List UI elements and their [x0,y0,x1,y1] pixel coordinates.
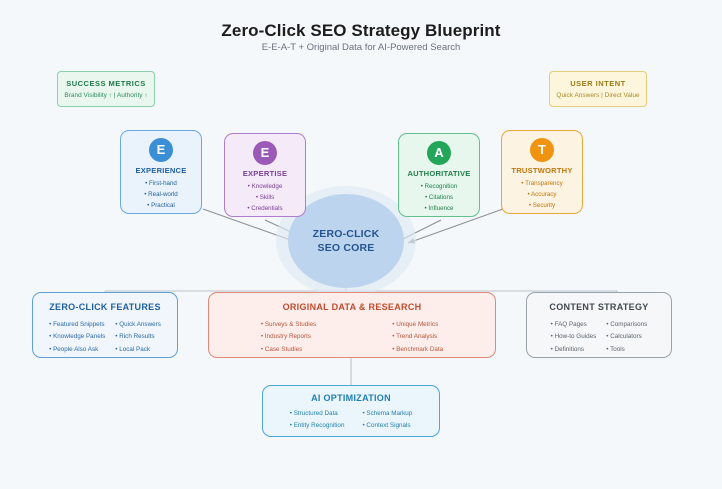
list-item: • First-hand [145,180,177,187]
list-item: • Case Studies [260,345,303,353]
expertise-items: • Knowledge • Skills • Credentials [225,182,305,215]
data-title: ORIGINAL DATA & RESEARCH [282,302,422,312]
panel-content-strategy[interactable]: CONTENT STRATEGY • FAQ Pages • How-to Gu… [526,292,672,358]
list-item: • Credentials [247,204,283,212]
content-title: CONTENT STRATEGY [549,302,649,312]
list-item: • Entity Recognition [289,422,345,430]
list-item: • People Also Ask [49,345,99,353]
badge-success-metrics: SUCCESS METRICS Brand Visibility ↑ | Aut… [57,71,155,107]
list-item: • Security [528,201,556,209]
experience-title: EXPERIENCE [135,166,187,175]
trustworthy-items: • Transparency • Accuracy • Security [502,179,582,212]
list-item: • Rich Results [115,333,155,341]
badge-success-title: SUCCESS METRICS [66,79,146,88]
page-subtitle: E-E-A-T + Original Data for AI-Powered S… [261,42,461,53]
panel-ai-optimization[interactable]: AI OPTIMIZATION • Structured Data • Enti… [262,385,440,437]
list-item: • Citations [425,193,453,201]
list-item: • Quick Answers [115,321,161,328]
experience-letter-icon: E [149,138,173,162]
core-line-1: ZERO-CLICK [312,227,380,240]
ai-title: AI OPTIMIZATION [311,393,391,403]
page-title: Zero-Click SEO Strategy Blueprint [221,21,501,40]
list-item: • Practical [147,201,175,209]
list-item: • Definitions [550,345,585,353]
list-item: • Knowledge [247,183,283,190]
data-column-2: • Unique Metrics • Trend Analysis • Benc… [392,319,443,356]
list-item: • Calculators [606,333,642,341]
features-column-1: • Featured Snippets • Knowledge Panels •… [49,319,105,356]
list-item: • Accuracy [527,190,557,198]
badge-success-subtitle: Brand Visibility ↑ | Authority ↑ [64,92,148,99]
content-column-1: • FAQ Pages • How-to Guides • Definition… [551,319,597,356]
eeat-card-trustworthy[interactable]: T TRUSTWORTHY • Transparency • Accuracy … [501,130,583,214]
list-item: • Transparency [521,180,563,187]
list-item: • Knowledge Panels [49,333,106,341]
list-item: • Real-world [144,190,178,198]
ai-column-2: • Schema Markup • Context Signals [362,408,412,433]
expertise-letter-icon: E [253,141,277,165]
list-item: • Influence [424,204,454,212]
list-item: • Featured Snippets [49,321,105,328]
features-title: ZERO-CLICK FEATURES [49,302,161,312]
features-column-2: • Quick Answers • Rich Results • Local P… [115,319,161,356]
list-item: • Structured Data [289,410,338,417]
list-item: • Industry Reports [260,333,312,341]
core-line-2: SEO CORE [317,242,375,254]
trustworthy-letter-icon: T [530,138,554,162]
panel-original-data-research[interactable]: ORIGINAL DATA & RESEARCH • Surveys & Stu… [208,292,496,358]
panel-zero-click-features[interactable]: ZERO-CLICK FEATURES • Featured Snippets … [32,292,178,358]
list-item: • Benchmark Data [392,345,444,353]
badge-intent-title: USER INTENT [570,79,626,88]
authoritative-items: • Recognition • Citations • Influence [399,182,479,215]
list-item: • Surveys & Studies [260,321,317,328]
eeat-card-authoritative[interactable]: A AUTHORITATIVE • Recognition • Citation… [398,133,480,217]
authoritative-letter-icon: A [427,141,451,165]
data-column-1: • Surveys & Studies • Industry Reports •… [261,319,316,356]
trustworthy-title: TRUSTWORTHY [511,166,573,175]
list-item: • Trend Analysis [392,333,438,341]
experience-items: • First-hand • Real-world • Practical [121,179,201,212]
list-item: • Local Pack [115,345,151,353]
list-item: • How-to Guides [550,333,597,341]
expertise-title: EXPERTISE [242,169,288,178]
list-item: • FAQ Pages [550,321,587,328]
authoritative-title: AUTHORITATIVE [407,169,471,178]
zero-click-seo-core: ZERO-CLICK SEO CORE [288,194,404,288]
badge-intent-subtitle: Quick Answers | Direct Value [556,92,640,99]
list-item: • Comparisons [606,321,648,328]
eeat-card-experience[interactable]: E EXPERIENCE • First-hand • Real-world •… [120,130,202,214]
list-item: • Tools [606,345,625,353]
list-item: • Skills [255,193,275,201]
eeat-card-expertise[interactable]: E EXPERTISE • Knowledge • Skills • Crede… [224,133,306,217]
list-item: • Recognition [420,183,458,190]
list-item: • Context Signals [362,422,411,430]
list-item: • Schema Markup [362,410,413,417]
ai-column-1: • Structured Data • Entity Recognition [290,408,345,433]
list-item: • Unique Metrics [392,321,439,328]
badge-user-intent: USER INTENT Quick Answers | Direct Value [549,71,647,107]
content-column-2: • Comparisons • Calculators • Tools [606,319,647,356]
